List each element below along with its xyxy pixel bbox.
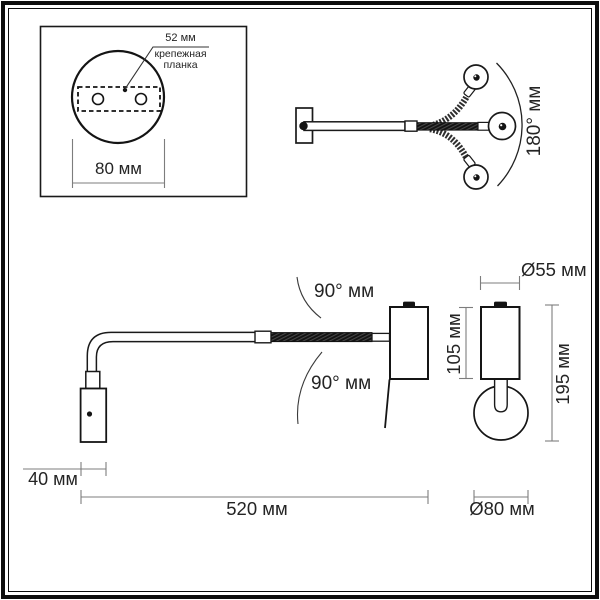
gooseneck-bent-up	[429, 94, 470, 130]
switch-button-dot	[86, 411, 93, 417]
base-width-label: 80 мм	[94, 159, 142, 178]
tilt-arc-up	[296, 276, 322, 319]
arm-length-dimension	[80, 490, 429, 504]
leader-line	[124, 46, 209, 90]
lamp-shade-front	[480, 306, 521, 380]
arm-tube-side-view	[86, 331, 257, 375]
arm-collar-side	[254, 330, 272, 344]
head-connector-side	[371, 332, 391, 342]
screw-hole-left	[91, 92, 105, 106]
shade-height-label: 105 мм	[443, 313, 464, 375]
panel-frame	[39, 25, 248, 198]
lens-highlight-center	[500, 124, 503, 127]
swivel-range-label: 180° мм	[524, 85, 545, 157]
leader-target-dot	[122, 87, 128, 93]
swivel-range-arc	[496, 62, 523, 187]
shade-height-dimension	[459, 306, 473, 380]
arm-length-label: 520 мм	[226, 498, 288, 519]
tilt-down-label: 90° мм	[311, 373, 372, 394]
cup-diameter-dimension	[473, 490, 529, 504]
base-width-dimension	[71, 139, 166, 188]
total-height-label: 195 мм	[552, 343, 573, 405]
lamp-shade-side	[389, 306, 429, 380]
mounting-bar-label: крепежная планка	[147, 48, 214, 72]
switch-box-neck	[85, 370, 101, 390]
gooseneck-bent-down	[429, 125, 470, 161]
head-lens-dot-center	[498, 122, 507, 131]
mounting-bar-label-line1: крепежная	[154, 48, 207, 60]
lens-highlight-down	[474, 175, 477, 178]
shade-diameter-dimension	[479, 276, 521, 290]
hole-spacing-label: 52 мм	[165, 32, 196, 44]
arm-pivot-dot	[299, 121, 308, 131]
screw-hole-right	[134, 92, 148, 106]
head-lens-dot-up	[473, 74, 480, 81]
shade-diameter-label: Ø55 мм	[521, 259, 587, 280]
shade-pivot-nub-front	[494, 301, 507, 308]
head-front-view-panel	[459, 276, 559, 504]
wall-base-circle	[70, 49, 166, 145]
head-lens-dot-down	[473, 174, 480, 181]
swivel-top-view-panel	[295, 62, 523, 190]
tilt-up-label: 90° мм	[314, 281, 375, 302]
mounting-bar-label-line2: планка	[163, 59, 198, 72]
mount-plate-panel	[39, 25, 248, 198]
cup-diameter-label: Ø80 мм	[469, 498, 535, 519]
straight-arm-top-view	[303, 121, 406, 132]
gooseneck-straight	[416, 122, 479, 131]
wall-cup-edge-line	[384, 379, 391, 429]
arm-collar	[404, 120, 418, 132]
total-height-dimension	[545, 304, 559, 442]
lens-highlight-up	[474, 75, 477, 78]
side-view-panel	[23, 276, 429, 504]
switch-width-dimension	[23, 462, 107, 476]
head-stem	[493, 378, 508, 413]
switch-width-label: 40 мм	[28, 469, 78, 489]
tilt-arc-down	[296, 351, 323, 425]
gooseneck-side	[270, 332, 373, 343]
shade-pivot-nub-side	[403, 301, 415, 308]
switch-box	[79, 387, 108, 443]
mounting-bar-dashed-outline	[77, 86, 161, 112]
